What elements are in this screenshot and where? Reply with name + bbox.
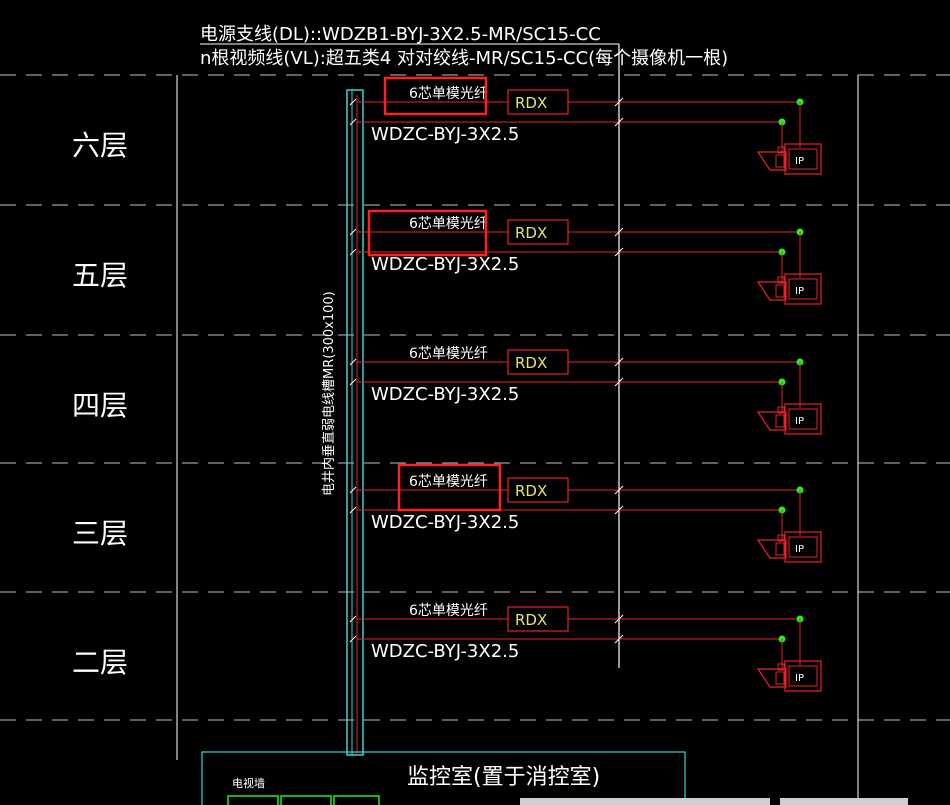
tv-wall-label: 电视墙: [232, 776, 265, 790]
rdx-label: RDX: [515, 482, 547, 500]
floor-label: 三层: [72, 517, 128, 550]
rdx-label: RDX: [515, 611, 547, 629]
wire-tick: [349, 118, 357, 126]
rdx-box: [507, 349, 569, 375]
floor-separators: [0, 74, 950, 721]
floor-group: 三层 6芯单模光纤 RDX WDZC-BYJ-3X2.5IP: [72, 463, 822, 563]
riser-label: 电井内垂直弱电线槽MR(300x100): [321, 291, 337, 496]
wire-tick: [349, 506, 357, 514]
tv-wall-panel-3: [333, 795, 380, 805]
ip-camera-icon: IP: [756, 362, 822, 435]
power-cable-label: WDZC-BYJ-3X2.5: [371, 124, 519, 145]
tv-wall-panel-2: [280, 795, 332, 805]
rdx-box: [507, 477, 569, 503]
ip-camera-icon: IP: [756, 490, 822, 563]
control-room-title: 监控室(置于消控室): [407, 765, 600, 790]
floor-label: 二层: [72, 646, 128, 679]
conduit-tick: [614, 247, 624, 257]
rdx-box: [507, 89, 569, 115]
floor-label: 六层: [72, 129, 128, 162]
fiber-label: 6芯单模光纤: [409, 346, 488, 362]
fiber-label: 6芯单模光纤: [409, 86, 488, 102]
conduit-tick: [614, 227, 624, 237]
tv-wall-panel-1: [227, 795, 279, 805]
floor-group: 二层 6芯单模光纤 RDX WDZC-BYJ-3X2.5IP: [72, 603, 822, 692]
conduit-tick: [614, 377, 624, 387]
power-cable-label: WDZC-BYJ-3X2.5: [371, 384, 519, 405]
floor-label: 四层: [72, 389, 128, 422]
riser-tray: [346, 89, 364, 756]
fiber-label: 6芯单模光纤: [409, 603, 488, 619]
header-video-line: n根视频线(VL):超五类4 对对绞线-MR/SC15-CC(每个摄像机一根): [200, 48, 728, 69]
power-cable-label: WDZC-BYJ-3X2.5: [371, 641, 519, 662]
camera-label: IP: [795, 286, 804, 297]
ip-camera-icon: IP: [756, 619, 822, 692]
ip-camera-icon: IP: [756, 232, 822, 305]
fiber-highlight-box: [367, 209, 488, 257]
floor-group: 六层 6芯单模光纤 RDX WDZC-BYJ-3X2.5IP: [72, 76, 822, 175]
fiber-label: 6芯单模光纤: [409, 474, 488, 490]
conduit-tick: [614, 117, 624, 127]
conduit-tick: [614, 505, 624, 515]
wire-tick: [349, 615, 357, 623]
power-cable-label: WDZC-BYJ-3X2.5: [371, 254, 519, 275]
rdx-label: RDX: [515, 94, 547, 112]
wire-tick: [349, 248, 357, 256]
wire-tick: [349, 378, 357, 386]
camera-label: IP: [795, 156, 804, 167]
floor-label: 五层: [72, 259, 128, 292]
wire-tick: [349, 98, 357, 106]
wire-tick: [349, 358, 357, 366]
conduit-tick: [614, 634, 624, 644]
header-power-line: 电源支线(DL)::WDZB1-BYJ-3X2.5-MR/SC15-CC: [200, 24, 601, 45]
camera-label: IP: [795, 673, 804, 684]
control-room-bar-1: [520, 798, 770, 805]
conduit-tick: [614, 485, 624, 495]
fiber-highlight-box: [397, 463, 502, 512]
fiber-label: 6芯单模光纤: [409, 216, 488, 232]
camera-label: IP: [795, 416, 804, 427]
power-cable-label: WDZC-BYJ-3X2.5: [371, 512, 519, 533]
conduit-tick: [614, 97, 624, 107]
control-room-bar-2: [780, 798, 908, 805]
wire-tick: [349, 228, 357, 236]
rdx-box: [507, 219, 569, 245]
ip-camera-icon: IP: [756, 102, 822, 175]
rdx-label: RDX: [515, 354, 547, 372]
fiber-highlight-box: [383, 76, 488, 116]
wire-tick: [349, 635, 357, 643]
conduit-tick: [614, 614, 624, 624]
rdx-box: [507, 606, 569, 632]
conduit-tick: [614, 357, 624, 367]
floor-group: 四层 6芯单模光纤 RDX WDZC-BYJ-3X2.5IP: [72, 346, 822, 435]
floor-group: 五层 6芯单模光纤 RDX WDZC-BYJ-3X2.5IP: [72, 209, 822, 305]
rdx-label: RDX: [515, 224, 547, 242]
camera-label: IP: [795, 544, 804, 555]
wire-tick: [349, 486, 357, 494]
control-room: 监控室(置于消控室) 电视墙: [201, 751, 908, 805]
